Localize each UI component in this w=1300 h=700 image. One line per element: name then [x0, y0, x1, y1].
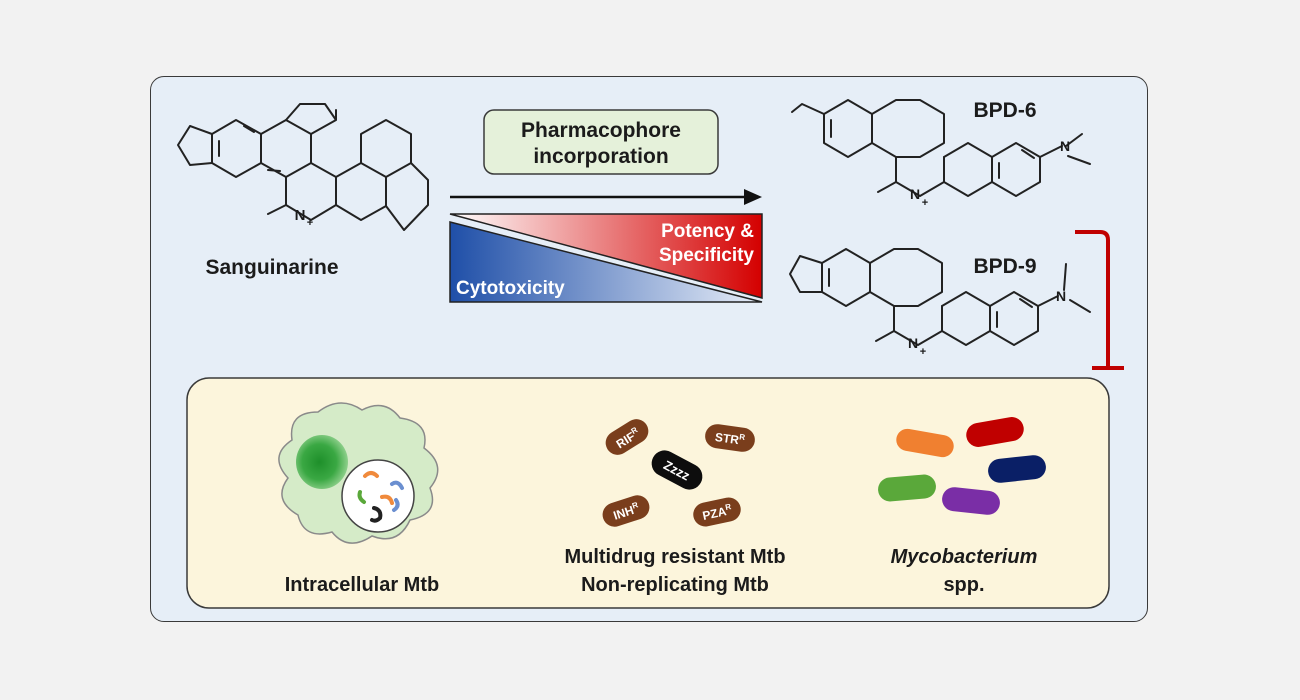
bacillus-rif: RIFR	[605, 419, 649, 455]
intracellular-bacteria-icon	[357, 471, 404, 523]
pharmacophore-box	[483, 109, 719, 175]
bpd6-charge: +	[922, 197, 928, 209]
sanguinarine-structure	[177, 103, 429, 231]
bpd6-structure	[791, 99, 1091, 197]
bacillus-str-name: STR	[714, 430, 740, 447]
potency-label-line2: Specificity	[659, 245, 754, 266]
species-label-line2: spp.	[943, 574, 984, 596]
svg-text:STRR: STRR	[714, 429, 746, 448]
resistant-label-line1: Multidrug resistant Mtb	[564, 546, 785, 568]
potency-triangle	[449, 213, 763, 299]
intracellular-label: Intracellular Mtb	[285, 574, 439, 596]
bpd9-amine-n: N	[1056, 288, 1066, 304]
bacillus-pza: PZAR	[693, 497, 741, 527]
bacillus-pza-name: PZA	[701, 504, 728, 523]
sanguinarine-n-atom: N	[295, 207, 306, 224]
bpd6-ring-n: N	[910, 186, 920, 202]
bpd6-amine-n: N	[1060, 138, 1070, 154]
inhibition-bracket	[1075, 230, 1110, 366]
svg-text:PZAR: PZAR	[701, 502, 733, 523]
sanguinarine-label: Sanguinarine	[205, 256, 338, 279]
bacillus-str: STRR	[705, 424, 755, 452]
bacillus-pza-sup: R	[724, 502, 732, 512]
species-bacilli-icon	[878, 417, 1046, 515]
bacillus-inh: INHR	[602, 495, 650, 527]
bacillus-dormant: Zzzz	[651, 450, 703, 490]
resistant-label-line2: Non-replicating Mtb	[581, 574, 769, 596]
bacillus-inh-name: INH	[612, 503, 636, 523]
cytotoxicity-triangle	[449, 221, 763, 303]
bpd9-structure	[789, 248, 1091, 346]
cytotoxicity-label: Cytotoxicity	[456, 278, 565, 299]
pharmacophore-label-line2: incorporation	[533, 145, 668, 168]
bacillus-inh-sup: R	[631, 500, 639, 510]
bpd9-ring-n: N	[908, 335, 918, 351]
species-label-line1: Mycobacterium	[891, 546, 1038, 568]
bacillus-rif-sup: R	[630, 425, 640, 436]
reaction-arrow-head	[744, 189, 762, 205]
svg-text:INHR: INHR	[611, 500, 641, 523]
macrophage-nucleus-icon	[296, 435, 348, 489]
bpd9-label: BPD-9	[973, 255, 1036, 278]
bpd6-label: BPD-6	[973, 99, 1036, 122]
potency-label-line1: Potency &	[661, 221, 754, 242]
pharmacophore-label-line1: Pharmacophore	[521, 119, 681, 142]
bacillus-str-sup: R	[739, 432, 746, 442]
bpd9-charge: +	[920, 346, 926, 358]
phagosome-icon	[341, 459, 415, 533]
sanguinarine-charge: +	[307, 217, 313, 229]
